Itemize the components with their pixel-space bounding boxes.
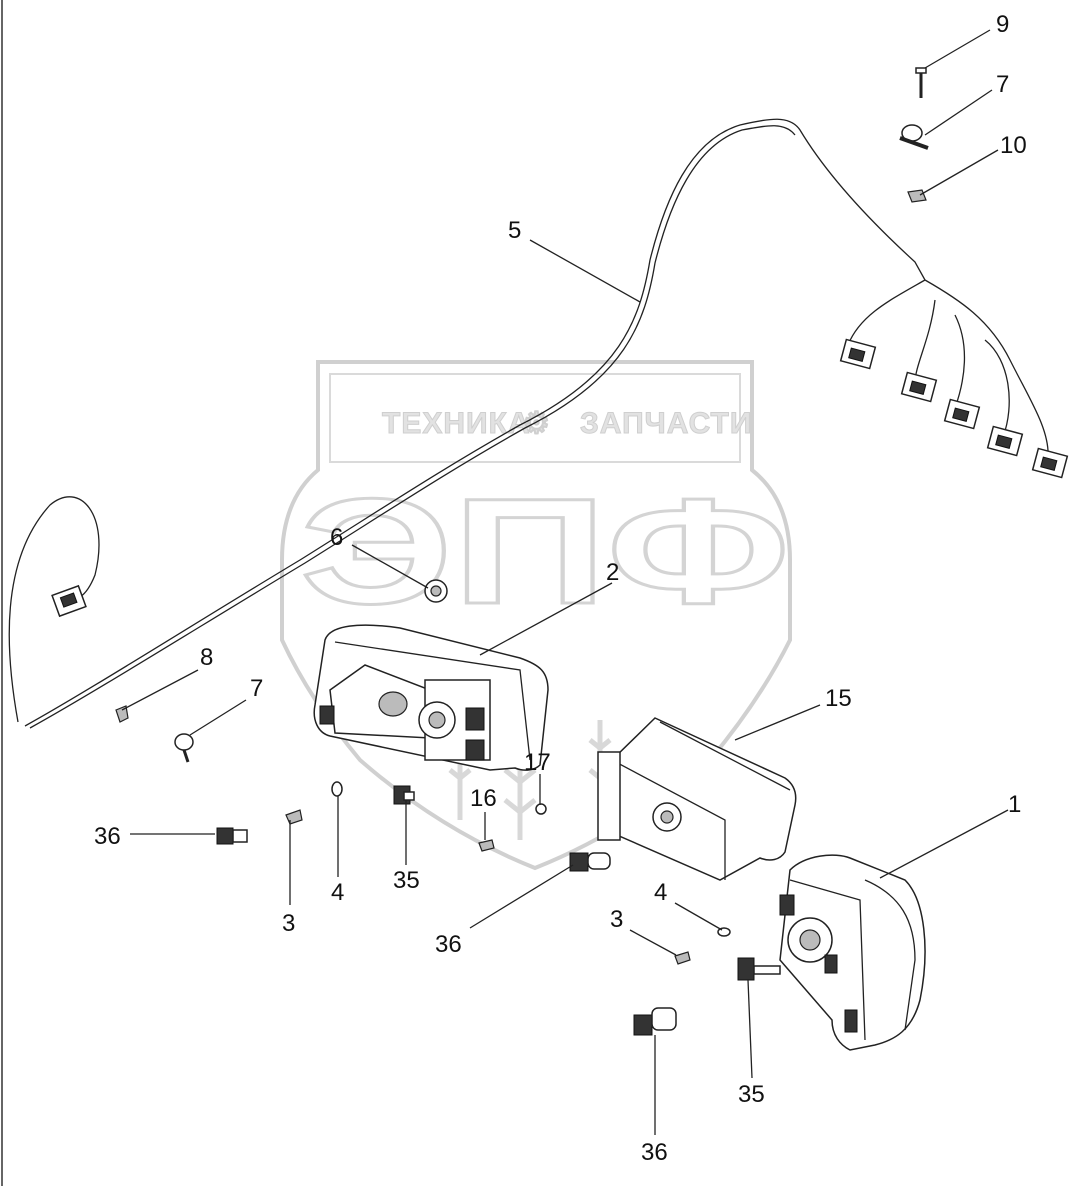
callout-8: 8 <box>200 644 213 671</box>
harness-connector-c <box>943 398 981 430</box>
callout-7-top: 7 <box>996 71 1009 98</box>
harness-connector-b <box>900 371 938 403</box>
harness-connector-left <box>51 584 87 618</box>
leader-lines <box>121 29 1009 1135</box>
callout-10: 10 <box>1000 132 1027 159</box>
harness-connector-e <box>1031 447 1069 479</box>
callout-7-lower: 7 <box>250 675 263 702</box>
screw-part-16 <box>478 839 495 852</box>
callout-5: 5 <box>508 217 521 244</box>
watermark-logo-letters: ЭПФ <box>300 467 790 635</box>
screw-part-3-left <box>285 809 303 825</box>
callout-17: 17 <box>524 749 551 776</box>
callout-9: 9 <box>996 11 1009 38</box>
grommet-part-6 <box>424 579 448 603</box>
lamp-lens-part-15 <box>597 717 797 881</box>
screw-part-3-right <box>674 951 691 965</box>
callout-36-left: 36 <box>94 823 121 850</box>
callout-16: 16 <box>470 785 497 812</box>
callout-4-left: 4 <box>331 879 344 906</box>
harness-main-cable <box>8 118 926 727</box>
socket-part-35-left <box>393 785 415 805</box>
callout-labels: 9 7 10 5 6 2 8 7 15 17 16 1 36 35 4 4 3 … <box>94 11 1027 1166</box>
callout-35-left: 35 <box>393 867 420 894</box>
watermark-gear-icon: ⚙ <box>523 407 551 440</box>
callout-6: 6 <box>330 524 343 551</box>
screw-part-8 <box>115 705 129 723</box>
watermark-word-right: ЗАПЧАСТИ <box>580 407 752 440</box>
bolt-part-9 <box>915 67 927 98</box>
callout-4-right: 4 <box>654 879 667 906</box>
clip-part-7-top <box>899 124 929 150</box>
callout-36-bottom: 36 <box>641 1139 668 1166</box>
callout-2: 2 <box>606 559 619 586</box>
watermark-logo: ТЕХНИКА ⚙ ЗАПЧАСТИ ЭПФ <box>280 360 792 871</box>
harness-parallel-cable <box>29 125 796 729</box>
wiring-harness <box>8 118 1069 729</box>
harness-connector-d <box>986 425 1024 457</box>
socket-part-35-right <box>737 957 781 981</box>
bulb-part-36-center <box>569 852 611 872</box>
washer-part-4-left <box>331 781 343 797</box>
lamp-assembly-part-1 <box>779 854 926 1051</box>
lamp-housing-part-2 <box>313 624 549 771</box>
watermark-word-left: ТЕХНИКА <box>382 407 531 440</box>
harness-connector-a <box>839 338 877 370</box>
washer-part-17 <box>535 803 547 815</box>
callout-35-right: 35 <box>738 1081 765 1108</box>
harness-branch <box>847 279 1049 459</box>
nut-part-10 <box>907 189 927 203</box>
callout-36-center: 36 <box>435 931 462 958</box>
callout-1: 1 <box>1008 791 1021 818</box>
bulb-part-36-bottom <box>633 1007 677 1036</box>
clip-part-7-lower <box>174 733 194 763</box>
callout-15: 15 <box>825 685 852 712</box>
watermark-shield-outer <box>280 360 792 871</box>
callout-3-left: 3 <box>282 910 295 937</box>
callout-3-right: 3 <box>610 906 623 933</box>
bulb-part-36-left <box>216 827 248 845</box>
